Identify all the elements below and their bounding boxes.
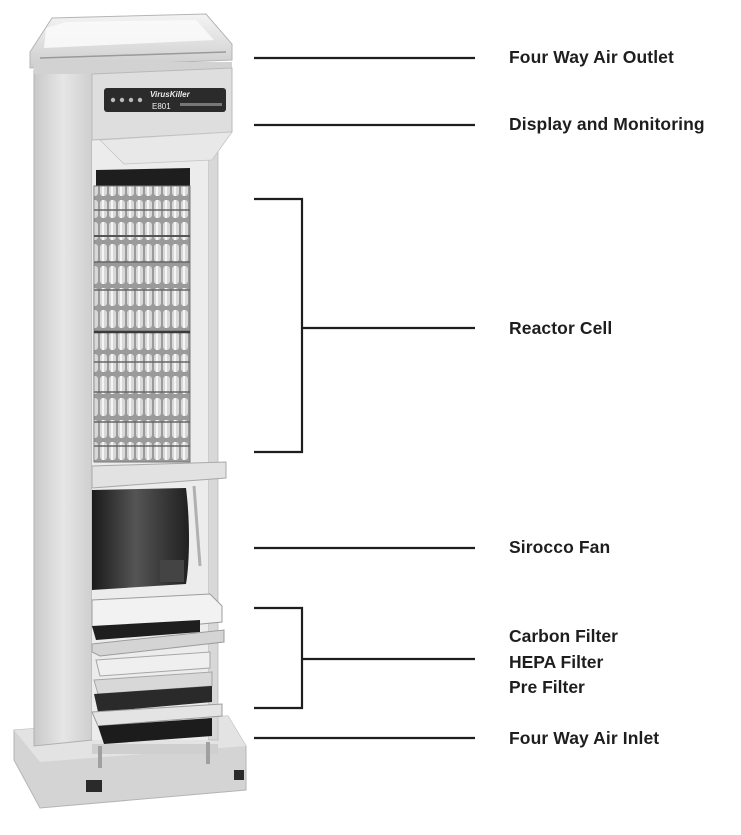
label-display-and-monitoring: Display and Monitoring [509, 114, 705, 134]
display-head: VirusKiller E801 [91, 67, 233, 165]
brand-logo: VirusKiller [150, 90, 191, 99]
label-sirocco-fan: Sirocco Fan [509, 537, 611, 557]
button-icon [110, 97, 116, 103]
button-icon [137, 97, 143, 103]
button-icon [119, 97, 125, 103]
button-icon [128, 97, 134, 103]
base-foot [86, 780, 102, 792]
sirocco-fan [92, 485, 202, 590]
display-readout: E801 [152, 102, 171, 111]
reactor-cell [91, 168, 227, 489]
callout-lines [254, 56, 475, 740]
label-reactor-cell: Reactor Cell [509, 318, 613, 338]
hepa-filter-tray [91, 629, 225, 657]
label-four-way-air-outlet: Four Way Air Outlet [509, 47, 674, 67]
label-hepa-filter: HEPA Filter [509, 651, 604, 672]
base-foot [234, 770, 244, 780]
filter-stack [91, 593, 225, 744]
inlet-area [92, 742, 218, 768]
bracket-filters [254, 606, 304, 710]
label-four-way-air-inlet: Four Way Air Inlet [509, 728, 660, 748]
filter-labels: Carbon Filter HEPA Filter Pre Filter [509, 624, 618, 701]
outlet-cap [29, 13, 233, 74]
label-carbon-filter: Carbon Filter [509, 626, 618, 646]
label-pre-filter: Pre Filter [509, 677, 585, 697]
bracket-reactor [254, 197, 304, 454]
